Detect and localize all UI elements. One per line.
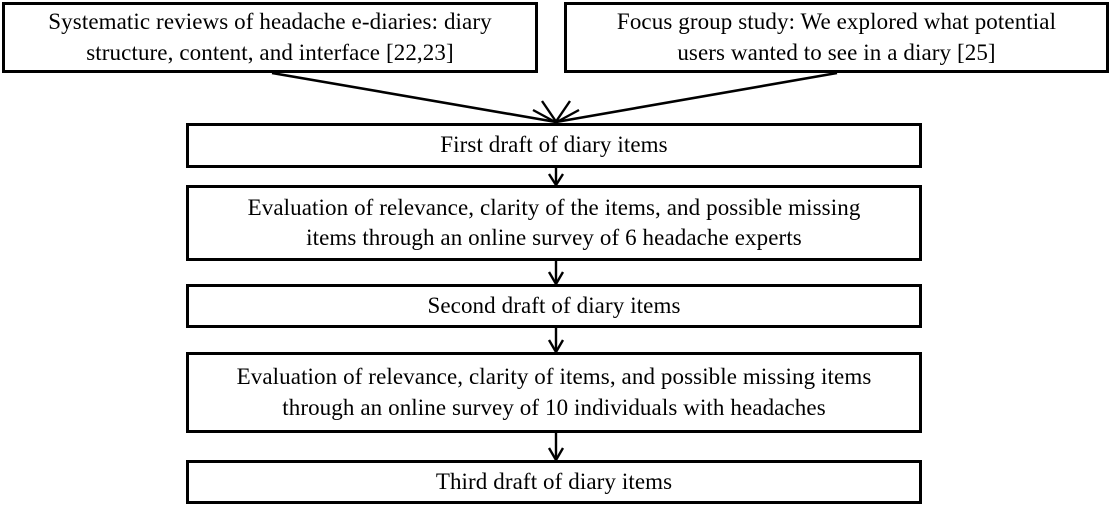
node-evaluation-individuals-label: Evaluation of relevance, clarity of item… xyxy=(236,364,872,420)
edge-top-left-to-first-draft xyxy=(271,71,558,125)
node-second-draft-label: Second draft of diary items xyxy=(427,292,681,318)
node-evaluation-experts-label: Evaluation of relevance, clarity of the … xyxy=(247,194,861,250)
node-first-draft: First draft of diary items xyxy=(186,123,922,168)
node-focus-group-study-label: Focus group study: We explored what pote… xyxy=(616,9,1057,65)
edge-second-draft-to-evaluation-individuals xyxy=(547,328,565,355)
edge-evaluation-experts-to-second-draft xyxy=(547,261,565,287)
node-first-draft-label: First draft of diary items xyxy=(440,132,668,158)
node-third-draft: Third draft of diary items xyxy=(186,460,922,504)
node-evaluation-experts: Evaluation of relevance, clarity of the … xyxy=(186,185,922,261)
edge-first-draft-to-evaluation-experts xyxy=(547,168,565,188)
edge-evaluation-individuals-to-third-draft xyxy=(547,433,565,463)
node-third-draft-label: Third draft of diary items xyxy=(435,468,673,494)
node-evaluation-individuals: Evaluation of relevance, clarity of item… xyxy=(186,352,922,433)
node-focus-group-study: Focus group study: We explored what pote… xyxy=(564,2,1109,73)
node-systematic-reviews-label: Systematic reviews of headache e-diaries… xyxy=(48,9,492,65)
edge-top-right-to-first-draft xyxy=(554,71,838,125)
node-second-draft: Second draft of diary items xyxy=(186,284,922,328)
node-systematic-reviews: Systematic reviews of headache e-diaries… xyxy=(2,2,538,73)
